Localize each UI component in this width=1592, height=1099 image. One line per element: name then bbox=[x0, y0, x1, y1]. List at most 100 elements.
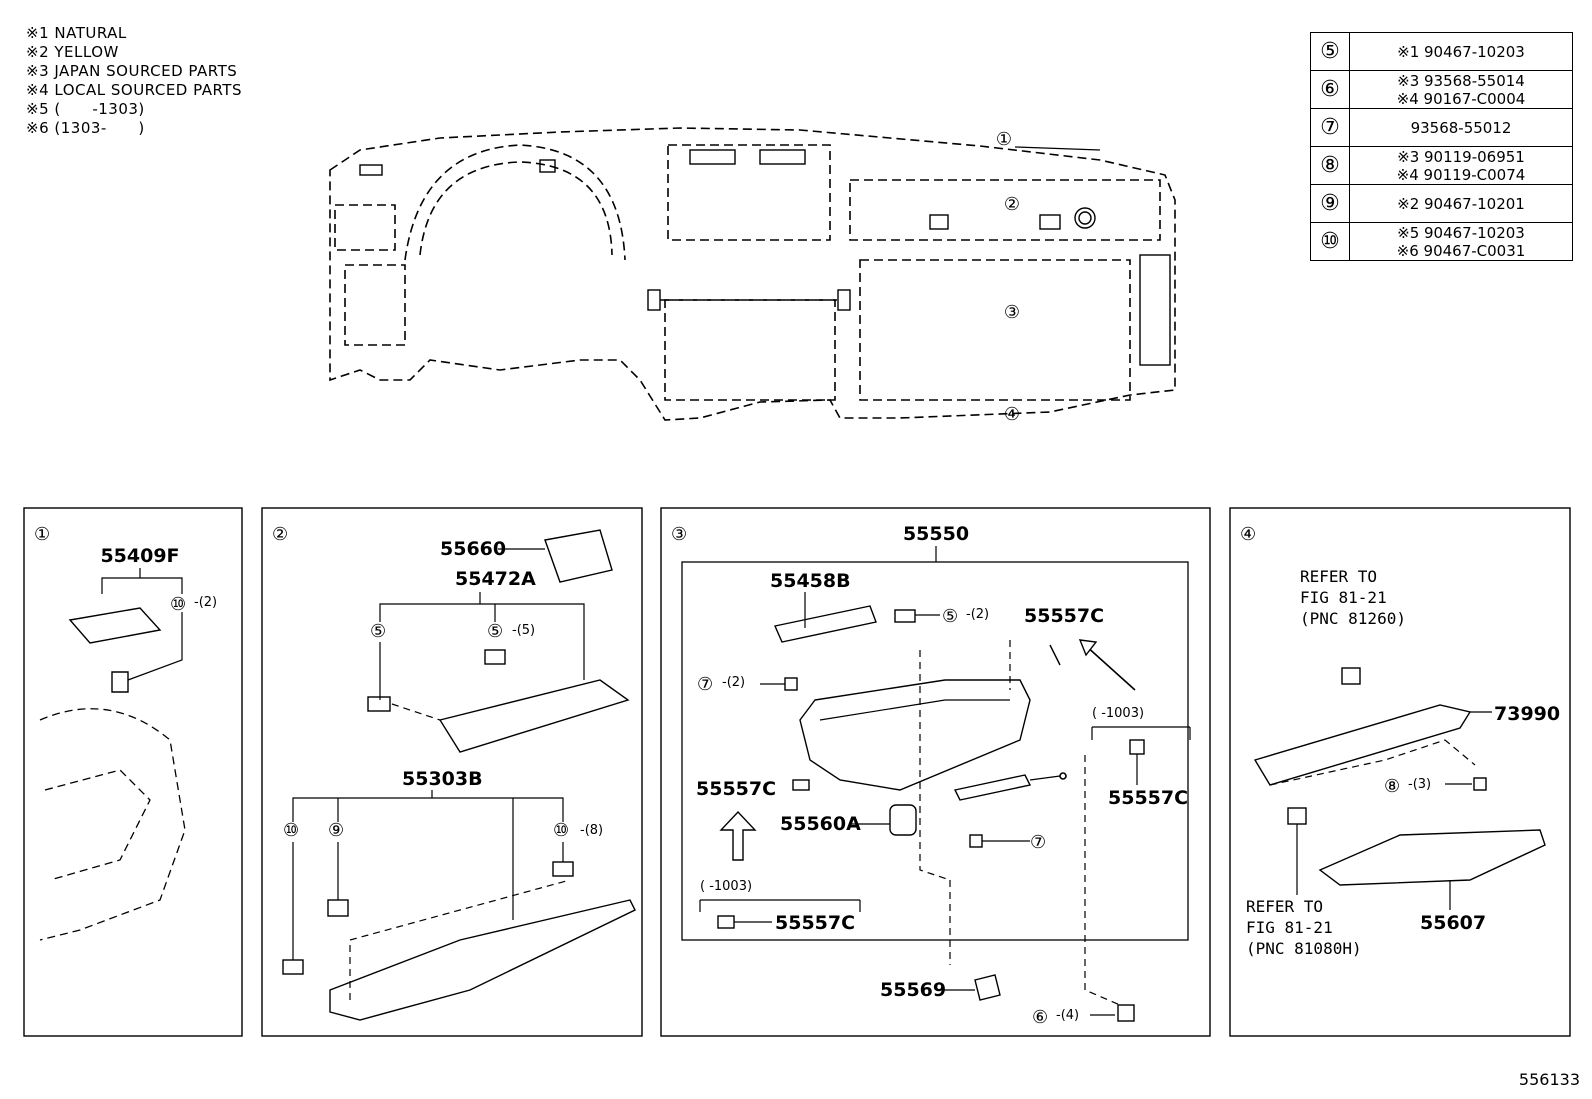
screw-part bbox=[784, 677, 798, 691]
panel-3-id: ③ bbox=[671, 524, 687, 545]
callout-4: ④ bbox=[1004, 404, 1020, 425]
ref-10: ⑩ bbox=[170, 594, 186, 615]
refer-line: (PNC 81260) bbox=[1300, 609, 1406, 628]
panel-2: ② 55660 55472A ⑤ ⑤ -(5) 55303B ⑩ ⑨ ⑩ -(8… bbox=[272, 524, 636, 1021]
ref-10: ⑩ bbox=[553, 820, 569, 841]
note-row: ※3 JAPAN SOURCED PARTS bbox=[26, 62, 238, 80]
dashed-guide bbox=[1269, 739, 1476, 786]
ref-number: ⑨ bbox=[1310, 184, 1350, 223]
qty-label: -(8) bbox=[580, 823, 603, 838]
panel-4-id: ④ bbox=[1240, 524, 1256, 545]
qty-label: -(2) bbox=[966, 607, 989, 622]
panel-3-frame bbox=[660, 507, 1211, 1037]
ring-hole bbox=[1074, 207, 1096, 229]
code-line: ※6 90467-C0031 bbox=[1396, 241, 1526, 260]
ref-number: ⑥ bbox=[1310, 70, 1350, 109]
note-row: ※6 (1303- ) bbox=[26, 119, 145, 137]
part-label-73990: 73990 bbox=[1494, 703, 1560, 725]
arrow-up bbox=[719, 810, 757, 861]
clip-part bbox=[111, 671, 129, 693]
part-label-55557C: 55557C bbox=[1108, 787, 1188, 809]
screw-part bbox=[1473, 777, 1487, 791]
pin-part bbox=[1049, 644, 1061, 666]
leader-bracket bbox=[292, 797, 564, 822]
left-lower-zone bbox=[344, 264, 406, 346]
box-edge bbox=[819, 699, 1010, 721]
screw-part bbox=[1117, 1004, 1135, 1022]
period-note: ( -1003) bbox=[1092, 706, 1144, 721]
leader-bracket bbox=[379, 603, 585, 680]
dashboard-assembly bbox=[329, 127, 1176, 421]
leader-bracket bbox=[101, 577, 183, 594]
code-line: ※1 90467-10203 bbox=[1397, 42, 1525, 61]
vent-slot bbox=[539, 159, 556, 173]
dash-section-sketch bbox=[39, 708, 186, 941]
clip-part bbox=[327, 899, 349, 917]
rod-wire bbox=[1029, 775, 1061, 781]
clip bbox=[647, 289, 661, 311]
panel-1: ① 55409F ⑩ -(2) bbox=[34, 524, 217, 941]
part-code: ※1 90467-10203 bbox=[1349, 32, 1573, 71]
part-label-55557C: 55557C bbox=[1024, 605, 1104, 627]
notes-legend: ※1 NATURAL ※2 YELLOW ※3 JAPAN SOURCED PA… bbox=[26, 24, 242, 138]
door-part bbox=[1253, 704, 1472, 786]
center-stack bbox=[667, 144, 831, 241]
dashed-guide bbox=[1084, 755, 1121, 1006]
callout-3: ③ bbox=[1004, 302, 1020, 323]
ref-5: ⑤ bbox=[370, 621, 386, 642]
code-line: ※2 90467-10201 bbox=[1397, 194, 1525, 213]
dashboard-callouts: ① ② ③ ④ bbox=[996, 129, 1101, 425]
ring-hole-inner bbox=[1078, 211, 1092, 225]
vent-part bbox=[544, 529, 613, 583]
vent-slot bbox=[689, 149, 736, 165]
refer-line: REFER TO bbox=[1246, 897, 1323, 916]
leader-line bbox=[127, 612, 183, 681]
pin-part bbox=[717, 915, 735, 929]
qty-label: -(2) bbox=[722, 675, 745, 690]
qty-label: -(3) bbox=[1408, 777, 1431, 792]
pin-part bbox=[792, 779, 810, 791]
table-row: ⑤ ※1 90467-10203 bbox=[1310, 32, 1573, 71]
vent-slot bbox=[759, 149, 806, 165]
pin-part bbox=[1129, 739, 1145, 755]
ref-10: ⑩ bbox=[283, 820, 299, 841]
table-row: ⑩ ※5 90467-10203※6 90467-C0031 bbox=[1310, 222, 1573, 261]
upper-trim-panel bbox=[849, 179, 1161, 241]
ref-6: ⑥ bbox=[1032, 1007, 1048, 1028]
panel-4: ④ REFER TO FIG 81-21 (PNC 81260) 73990 ⑧… bbox=[1240, 524, 1560, 958]
code-line: 93568-55012 bbox=[1410, 118, 1512, 137]
code-line: ※3 90119-06951 bbox=[1397, 147, 1525, 166]
ref-7: ⑦ bbox=[1030, 832, 1046, 853]
note-row: ※2 YELLOW bbox=[26, 43, 119, 61]
part-label-55557C: 55557C bbox=[775, 912, 855, 934]
code-line: ※4 90167-C0004 bbox=[1396, 89, 1526, 108]
lower-panel-part bbox=[329, 899, 636, 1021]
ref-7: ⑦ bbox=[697, 674, 713, 695]
panel-2-id: ② bbox=[272, 524, 288, 545]
lid-part bbox=[68, 607, 162, 644]
part-label-55557C: 55557C bbox=[696, 778, 776, 800]
stopper-part bbox=[974, 974, 1001, 1001]
clip-part bbox=[367, 696, 391, 712]
arrow-shaft bbox=[1084, 644, 1136, 691]
part-code: ※3 93568-55014※4 90167-C0004 bbox=[1349, 70, 1573, 109]
table-row: ⑨ ※2 90467-10201 bbox=[1310, 184, 1573, 223]
leader-line bbox=[1014, 146, 1101, 151]
rod-part bbox=[953, 774, 1032, 801]
ref-number: ⑤ bbox=[1310, 32, 1350, 71]
vent-slot bbox=[359, 164, 383, 176]
part-label-55303B: 55303B bbox=[402, 768, 483, 790]
qty-label: -(2) bbox=[194, 595, 217, 610]
callout-2: ② bbox=[1004, 194, 1020, 215]
refer-line: FIG 81-21 bbox=[1300, 588, 1387, 607]
code-line: ※4 90119-C0074 bbox=[1396, 165, 1526, 184]
code-line: ※5 90467-10203 bbox=[1397, 223, 1525, 242]
part-label-55607: 55607 bbox=[1420, 912, 1486, 934]
glove-compartment-part bbox=[1318, 829, 1546, 886]
refer-line: (PNC 81080H) bbox=[1246, 939, 1362, 958]
center-lower bbox=[664, 299, 836, 401]
note-row: ※1 NATURAL bbox=[26, 24, 127, 42]
table-row: ⑥ ※3 93568-55014※4 90167-C0004 bbox=[1310, 70, 1573, 109]
panel-1-id: ① bbox=[34, 524, 50, 545]
rod-end bbox=[1059, 772, 1067, 780]
